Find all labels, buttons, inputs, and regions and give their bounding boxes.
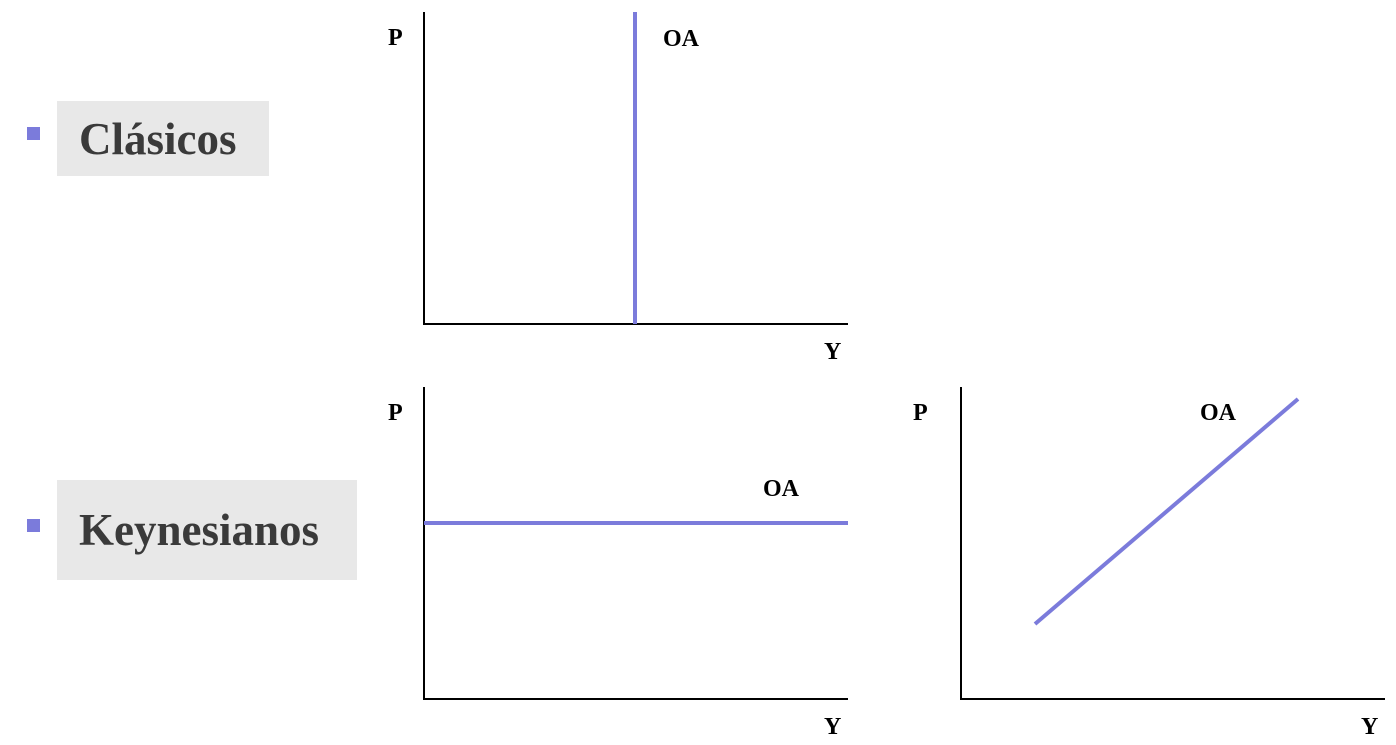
classic-y-axis-label: P xyxy=(388,25,403,51)
keynes-horizontal-graph: P Y OA xyxy=(388,387,848,740)
classic-graph: P Y OA xyxy=(388,12,848,365)
classic-x-axis-label: Y xyxy=(824,339,841,365)
keynes-sloped-graph: P Y OA xyxy=(913,387,1385,740)
keynes-s-x-axis-label: Y xyxy=(1361,714,1378,740)
keynes-s-oa-curve xyxy=(1033,397,1300,626)
keynes-s-y-axis-label: P xyxy=(913,400,928,426)
keynes-h-y-axis-label: P xyxy=(388,400,403,426)
keynes-s-curve-label: OA xyxy=(1200,400,1237,426)
keynesians-label: Keynesianos xyxy=(57,480,357,580)
bullet-square-icon xyxy=(27,519,40,532)
classic-curve-label: OA xyxy=(663,26,700,52)
keynes-h-curve-label: OA xyxy=(763,476,800,502)
bullet-square-icon xyxy=(27,127,40,140)
classics-label: Clásicos xyxy=(57,101,269,176)
keynes-h-x-axis-label: Y xyxy=(824,714,841,740)
